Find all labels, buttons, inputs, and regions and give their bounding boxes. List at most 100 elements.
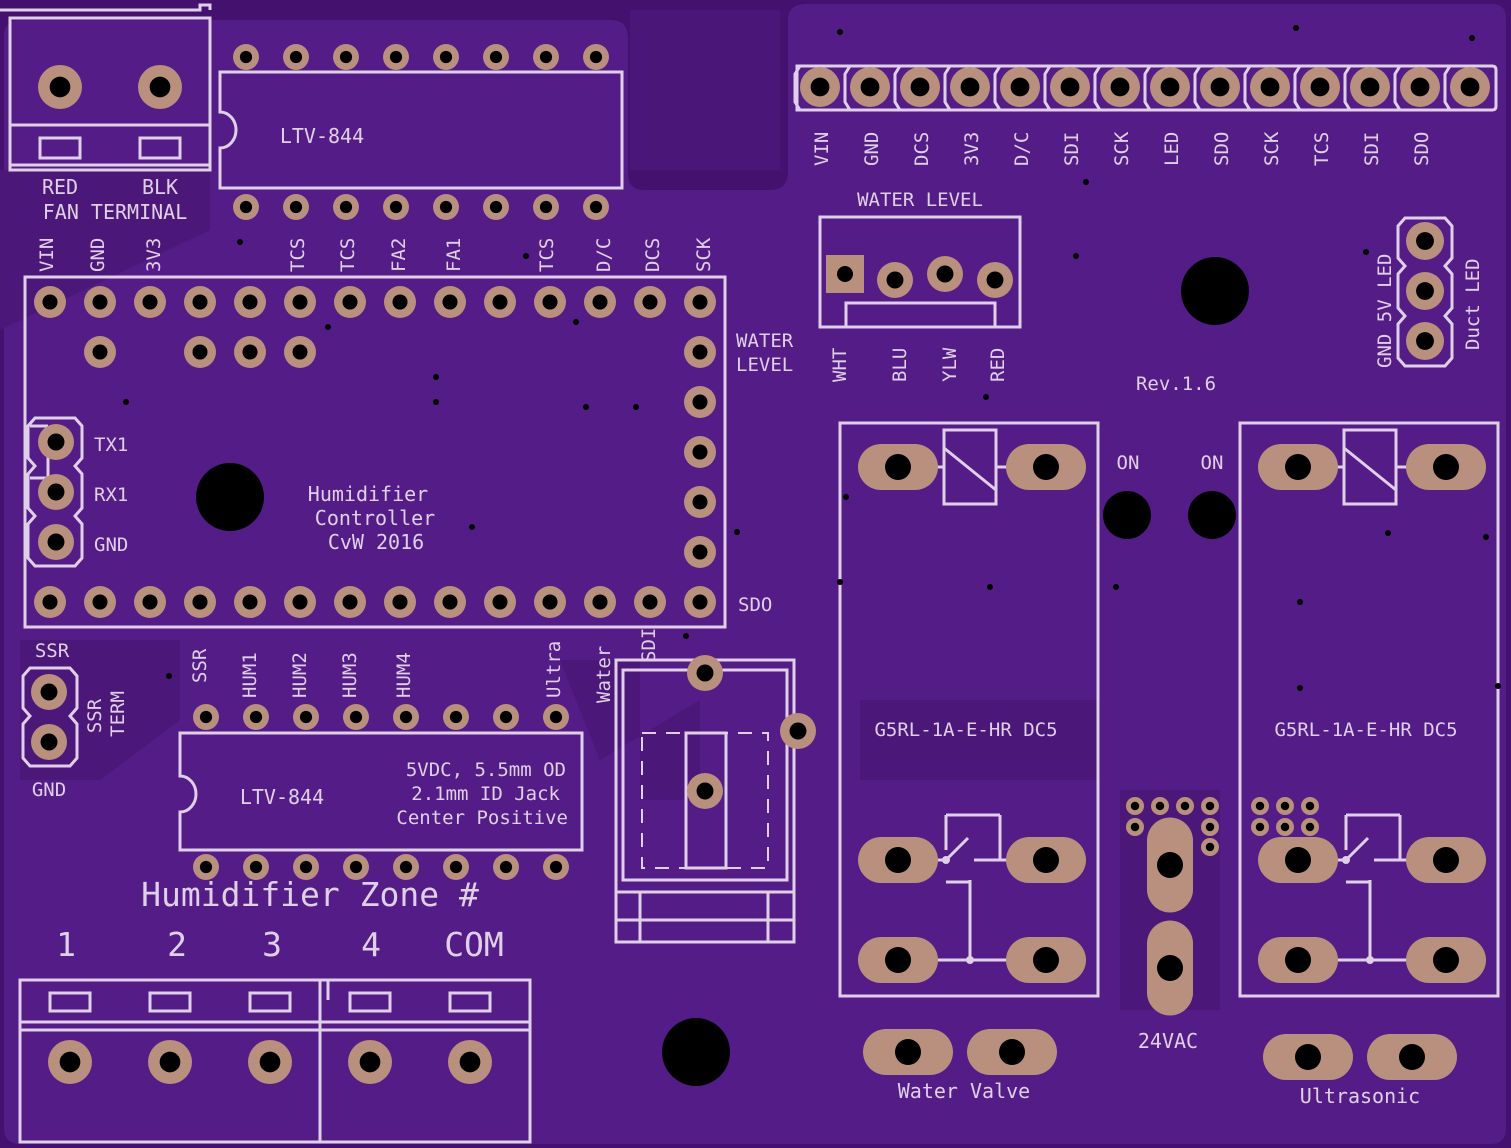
pad-drill: [1157, 955, 1183, 981]
header-notch: [1393, 65, 1402, 111]
zone-number: 2: [167, 925, 187, 964]
mcu-bottom-pin-label: Ultra: [543, 641, 565, 698]
pad-drill: [292, 344, 308, 360]
pad-drill: [359, 1051, 381, 1073]
header-pin-label: LED: [1161, 132, 1183, 166]
pad-drill: [92, 294, 108, 310]
pad-drill: [1416, 232, 1434, 250]
relay-1-node: [942, 856, 950, 864]
mounting-hole: [662, 1018, 730, 1086]
via: [1113, 584, 1119, 590]
led-on-label: ON: [1117, 452, 1140, 474]
pad-drill: [910, 77, 930, 97]
header-pin-label: DCS: [911, 132, 933, 166]
top-ic-outline: [218, 70, 624, 190]
relay-1-node: [966, 956, 974, 964]
mcu-pin-label: GND: [87, 238, 109, 272]
fan-terminal-outline: [8, 16, 212, 172]
pad-drill: [442, 594, 458, 610]
rev-label: Rev.1.6: [1136, 373, 1216, 395]
pad-drill: [810, 77, 830, 97]
pad-drill: [1360, 77, 1380, 97]
pad-drill: [1210, 77, 1230, 97]
serial-label: RX1: [94, 484, 128, 506]
water-level-outline: [818, 215, 1022, 329]
pad-drill: [259, 1051, 281, 1073]
mounting-hole: [196, 463, 264, 531]
pad-drill: [499, 710, 513, 724]
pad-drill: [342, 294, 358, 310]
pad-drill: [349, 860, 363, 874]
pad-drill: [589, 200, 603, 214]
pad-drill: [1280, 822, 1290, 832]
pad-drill: [1205, 842, 1215, 852]
top-header-outline: [795, 64, 1498, 112]
jack-note-line: 5VDC, 5.5mm OD: [406, 759, 566, 781]
header-pin-label: GND: [861, 132, 883, 166]
pad-drill: [1205, 801, 1215, 811]
via: [843, 494, 849, 500]
holes-layer: [196, 257, 1249, 1086]
pour-void: [860, 700, 1100, 780]
pad-drill: [895, 1039, 921, 1065]
pad-drill: [692, 344, 708, 360]
water-level-wire-label: WHT: [829, 348, 851, 382]
mcu-bottom-pin-label: SSR: [189, 648, 211, 683]
pad-drill: [389, 50, 403, 64]
pad-drill: [292, 294, 308, 310]
pad-drill: [492, 594, 508, 610]
pad-drill: [592, 294, 608, 310]
led-header-label: GND 5V LED: [1374, 254, 1396, 368]
pad-drill: [199, 860, 213, 874]
pad-drill: [1205, 822, 1215, 832]
pad-drill: [439, 50, 453, 64]
pad-drill: [242, 294, 258, 310]
relay-1-outline: [838, 421, 1100, 998]
pad-drill: [1280, 801, 1290, 811]
pad-drill: [439, 200, 453, 214]
pad-drill: [885, 947, 911, 973]
header-notch: [1293, 65, 1302, 111]
pad-drill: [642, 294, 658, 310]
mcu-bottom-pin-label: HUM2: [289, 652, 311, 698]
pad-drill: [1157, 852, 1183, 878]
pad-drill: [885, 847, 911, 873]
pad-drill: [1033, 847, 1059, 873]
ssr-label: SSR: [35, 640, 70, 662]
pad-drill: [49, 76, 71, 98]
sdo-pin-label: SDO: [738, 594, 772, 616]
via: [633, 404, 639, 410]
via: [523, 253, 529, 259]
pad-drill: [449, 710, 463, 724]
header-pin-label: SCK: [1111, 131, 1133, 166]
fan-blk-label: BLK: [142, 175, 178, 199]
led-on-label: ON: [1201, 452, 1224, 474]
relay-part-label: G5RL-1A-E-HR DC5: [1274, 719, 1457, 741]
pad-drill: [389, 200, 403, 214]
via: [237, 239, 243, 245]
pad-drill: [339, 200, 353, 214]
pad-drill: [239, 200, 253, 214]
water-level-title: WATER LEVEL: [857, 189, 983, 211]
pad-drill: [242, 594, 258, 610]
pad-drill: [1305, 801, 1315, 811]
relay-2-contact: [1344, 836, 1370, 862]
pad-drill: [92, 344, 108, 360]
pad-drill: [960, 77, 980, 97]
led-header-label: Duct LED: [1462, 258, 1484, 350]
via: [987, 584, 993, 590]
pad-drill: [696, 664, 714, 682]
jack-note-line: Center Positive: [396, 807, 568, 829]
terminal-tab: [138, 136, 182, 160]
header-pin-label: SDO: [1411, 132, 1433, 166]
zone-title: Humidifier Zone #: [141, 875, 479, 914]
via: [1293, 25, 1299, 31]
pad-drill: [542, 294, 558, 310]
terminal-tab: [148, 991, 192, 1013]
pad-drill: [885, 454, 911, 480]
pad-drill: [592, 594, 608, 610]
mcu-pin-label: TCS: [536, 238, 558, 272]
pad-drill: [539, 200, 553, 214]
pad-drill: [192, 594, 208, 610]
